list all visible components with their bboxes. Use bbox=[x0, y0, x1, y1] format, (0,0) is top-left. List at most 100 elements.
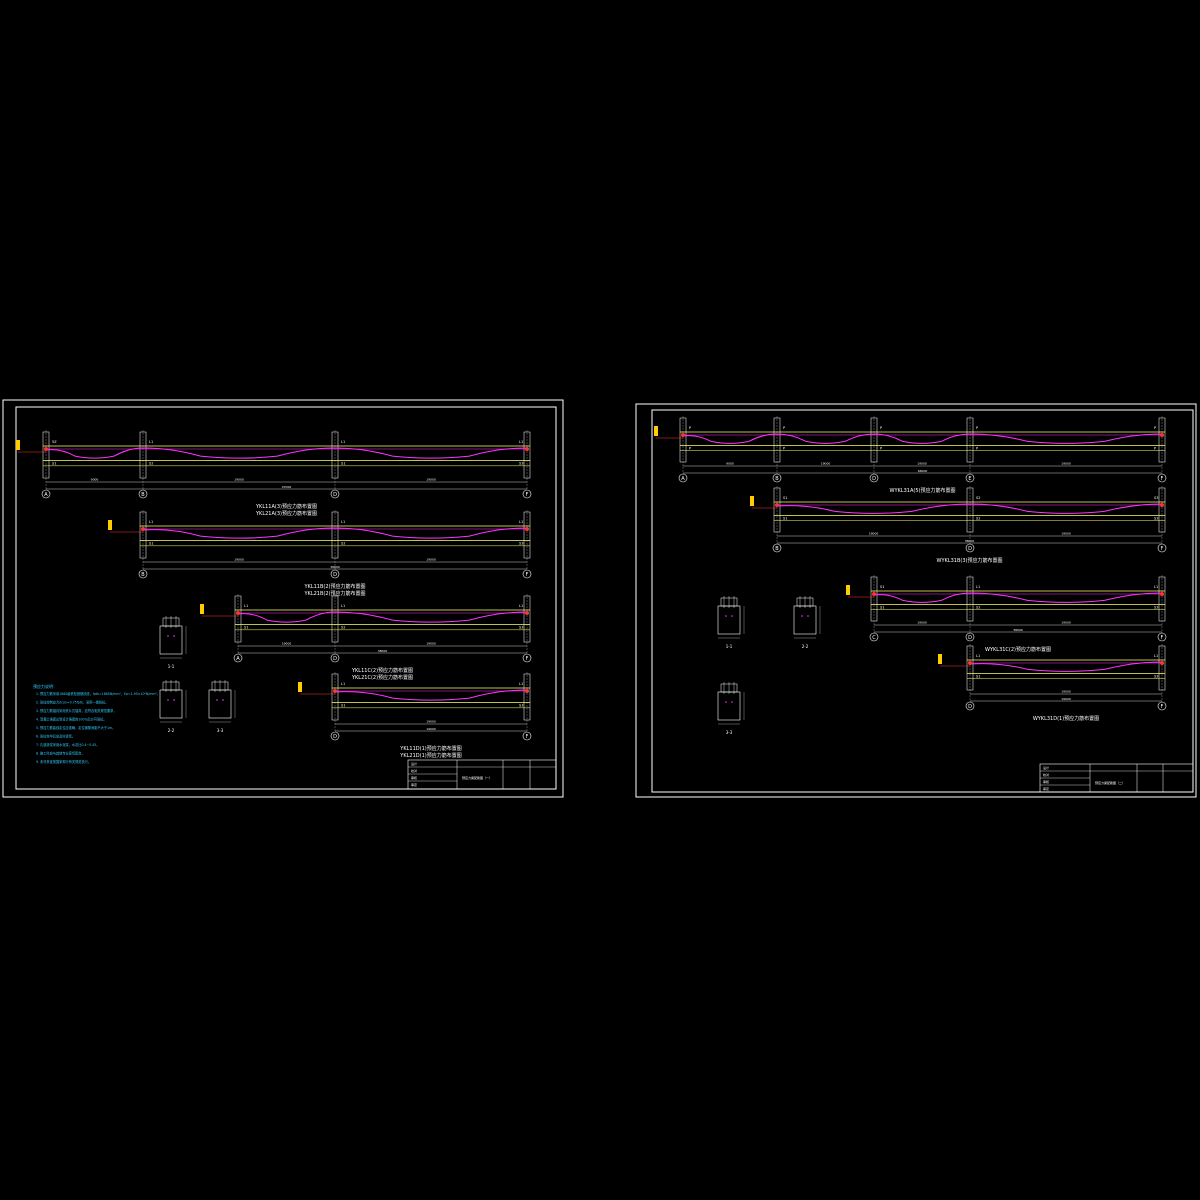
segment-label: L1 bbox=[519, 520, 523, 524]
segment-label-lower: S3 bbox=[1154, 675, 1158, 679]
anchor-tag bbox=[298, 682, 302, 692]
axis-bubble bbox=[138, 569, 148, 579]
notes-title: 预应力说明： bbox=[33, 683, 57, 689]
segment-label-lower: S1 bbox=[341, 703, 345, 707]
sheet-2-inner-border bbox=[651, 409, 1194, 793]
beam-title: YKL21A(3)预应力筋布置图 bbox=[255, 510, 317, 517]
tendon-dot bbox=[725, 615, 727, 617]
anchor-marker bbox=[236, 611, 240, 615]
span-dimension: 19000 bbox=[1061, 690, 1071, 694]
axis-label: D bbox=[968, 635, 972, 641]
tendon-dot bbox=[216, 699, 218, 701]
tendon-profile bbox=[45, 447, 528, 459]
segment-label-lower: S1 bbox=[976, 675, 980, 679]
span-dimension: 19000 bbox=[426, 478, 436, 482]
tendon-profile bbox=[142, 527, 528, 539]
segment-label-lower: S2 bbox=[976, 606, 980, 610]
segment-label: P bbox=[689, 426, 691, 430]
anchor-marker bbox=[968, 661, 972, 665]
segment-label: L1 bbox=[1154, 654, 1158, 658]
total-dimension: 38000 bbox=[330, 565, 340, 569]
span-dimension: 19000 bbox=[234, 558, 244, 562]
segment-label: S2 bbox=[976, 496, 980, 500]
tendon-dot bbox=[807, 615, 809, 617]
axis-bubble bbox=[41, 489, 51, 499]
notes-list: 1. 预应力筋采用1860级低松弛钢绞线，fptk=1860N/mm²，Ep=1… bbox=[36, 691, 160, 764]
beam-title: YKL21C(2)预应力筋布置图 bbox=[351, 674, 413, 681]
axis-bubble bbox=[772, 473, 782, 483]
segment-label-lower: S3 bbox=[519, 541, 523, 545]
span-dimension: 19000 bbox=[1061, 621, 1071, 625]
segment-label-lower: S1 bbox=[52, 461, 56, 465]
section-detail: 1-1 bbox=[717, 596, 745, 649]
tendon-dot bbox=[167, 635, 169, 637]
tendon-profile bbox=[776, 503, 1163, 514]
tendon-dot bbox=[173, 699, 175, 701]
anchor-marker bbox=[44, 447, 48, 451]
anchor-marker bbox=[1160, 661, 1164, 665]
segment-label: S1 bbox=[880, 585, 884, 589]
segment-label: L1 bbox=[341, 682, 345, 686]
axis-label: D bbox=[968, 546, 972, 552]
segment-label-lower: S2 bbox=[976, 517, 980, 521]
title-block-frame bbox=[407, 759, 557, 790]
title-block-row: 审核 bbox=[1043, 779, 1049, 784]
title-block-row: 设计 bbox=[1043, 765, 1049, 770]
segment-label: L1 bbox=[341, 440, 345, 444]
tendon-dot bbox=[731, 615, 733, 617]
segment-label: S1 bbox=[783, 496, 787, 500]
title-block-row: 校对 bbox=[1043, 772, 1049, 777]
total-dimension: 19000 bbox=[1061, 697, 1071, 701]
axis-label: F bbox=[1161, 546, 1164, 552]
span-dimension: 19000 bbox=[1061, 462, 1071, 466]
segment-label-lower: P bbox=[880, 447, 882, 451]
axis-label: C bbox=[872, 635, 876, 641]
segment-label-lower: S2 bbox=[341, 625, 345, 629]
anchor-marker bbox=[525, 611, 529, 615]
segment-label-lower: S1 bbox=[880, 606, 884, 610]
total-dimension: 38000 bbox=[965, 539, 975, 543]
axis-label: F bbox=[526, 492, 529, 498]
title-block-row: 校对 bbox=[411, 768, 417, 773]
segment-label: P bbox=[976, 426, 978, 430]
segment-label: L1 bbox=[976, 585, 980, 589]
span-dimension: 19000 bbox=[234, 478, 244, 482]
section-detail: 3-3 bbox=[717, 682, 745, 735]
axis-bubble bbox=[330, 569, 340, 579]
segment-label: L1 bbox=[341, 604, 345, 608]
axis-bubble bbox=[330, 489, 340, 499]
anchor-tag bbox=[938, 654, 942, 664]
segment-label-lower: P bbox=[976, 447, 978, 451]
tendon-dot bbox=[167, 699, 169, 701]
segment-label-lower: S3 bbox=[519, 703, 523, 707]
anchor-tag bbox=[654, 426, 658, 436]
tendon-dot bbox=[801, 615, 803, 617]
axis-bubble bbox=[330, 731, 340, 741]
title-block-row: 审定 bbox=[1043, 786, 1049, 791]
section-detail: 2-2 bbox=[793, 596, 821, 649]
segment-label: L1 bbox=[149, 440, 153, 444]
anchor-marker bbox=[1160, 592, 1164, 596]
note-line: 6. 张拉完毕后应及时灌浆。 bbox=[36, 734, 75, 739]
title-block-row: 审核 bbox=[411, 775, 417, 780]
anchor-tag bbox=[750, 496, 754, 506]
note-line: 7. 孔道灌浆采用水泥浆，水灰比0.4~0.45。 bbox=[36, 742, 100, 747]
total-dimension: 66000 bbox=[918, 469, 928, 473]
axis-label: F bbox=[1161, 635, 1164, 641]
tendon-profile bbox=[334, 689, 528, 701]
segment-label: L1 bbox=[244, 604, 248, 608]
segment-label-lower: S3 bbox=[1154, 606, 1158, 610]
axis-bubble bbox=[522, 653, 532, 663]
beam-title: WYKL31C(2)预应力筋布置图 bbox=[985, 646, 1051, 653]
anchor-marker bbox=[141, 527, 145, 531]
beam-title: YKL11C(2)预应力筋布置图 bbox=[351, 667, 413, 674]
axis-bubble bbox=[965, 701, 975, 711]
axis-bubble bbox=[965, 632, 975, 642]
segment-label: 5Z bbox=[52, 440, 57, 444]
axis-label: A bbox=[236, 656, 240, 662]
